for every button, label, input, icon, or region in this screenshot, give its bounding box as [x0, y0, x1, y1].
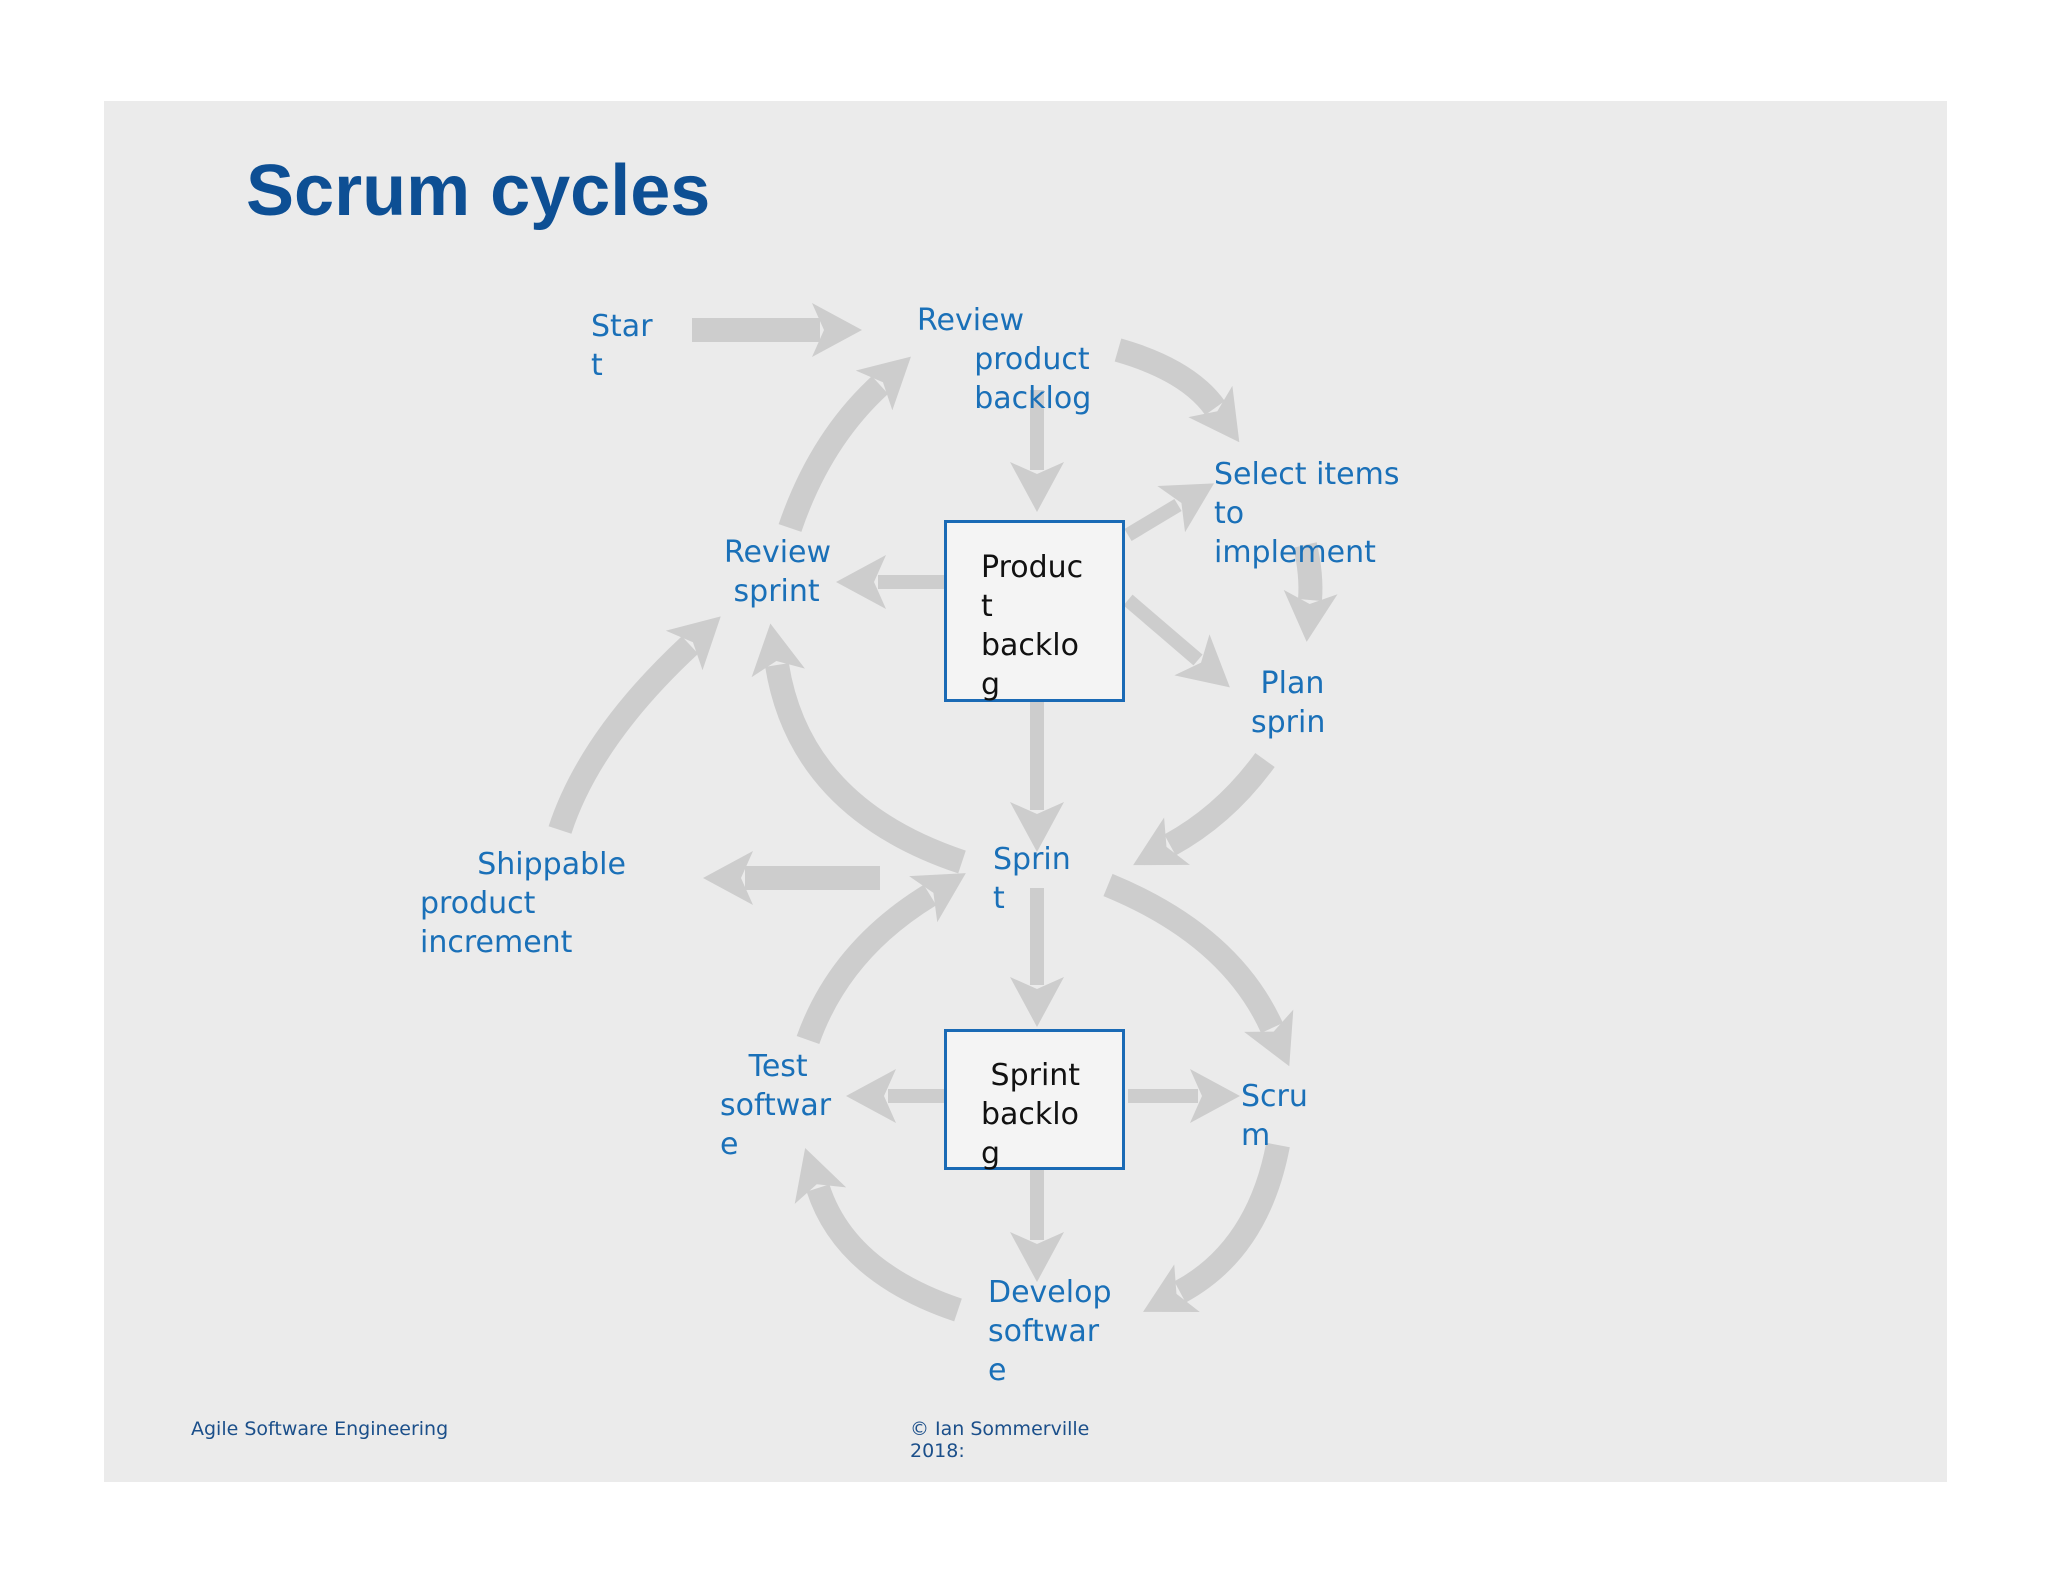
node-review-product-backlog: Review product backlog [917, 303, 1092, 416]
arrow-test-to-sprint [796, 873, 966, 1045]
arrow-develop-to-test [794, 1148, 962, 1322]
arrow-select-to-plan [1283, 542, 1338, 642]
arrow-review-to-select [1114, 338, 1240, 443]
node-review-sprint: Review sprint [724, 535, 832, 609]
node-start: Star t [591, 309, 653, 383]
arrow-sprint-to-scrum [1103, 873, 1294, 1067]
sprint-backlog-box: Sprint backlo g [944, 1029, 1125, 1171]
arrow-product-backlog-to-plan [1123, 594, 1230, 688]
node-develop-software: Develop softwar e [988, 1275, 1112, 1388]
node-test-software: Test softwar e [720, 1049, 832, 1162]
node-shippable-product-increment: Shippable product increment [420, 847, 626, 960]
arrow-scrum-to-develop [1143, 1142, 1290, 1312]
node-plan-sprint: Plan sprin t [1251, 666, 1326, 740]
product-backlog-box: Produc t backlo g [944, 520, 1125, 702]
node-scrum: Scru m [1241, 1079, 1308, 1153]
node-select-items: Select items to implement [1214, 457, 1400, 570]
arrow-shippable-to-review-sprint [548, 616, 721, 834]
arrow-sprint-to-review-sprint [751, 623, 966, 874]
slide-title: Scrum cycles [246, 151, 711, 231]
arrow-review-sprint-to-review-backlog [778, 356, 911, 532]
footer-course: Agile Software Engineering [191, 1418, 449, 1440]
sprint-backlog-label: Sprint backlo g [981, 1058, 1081, 1171]
product-backlog-label: Produc t backlo g [981, 550, 1084, 702]
node-sprint: Sprin t [993, 842, 1071, 916]
arrow-plan-to-sprint [1133, 752, 1275, 866]
arrow-product-backlog-to-select [1124, 483, 1215, 542]
footer-copyright: © Ian Sommerville 2018: [910, 1418, 1090, 1462]
